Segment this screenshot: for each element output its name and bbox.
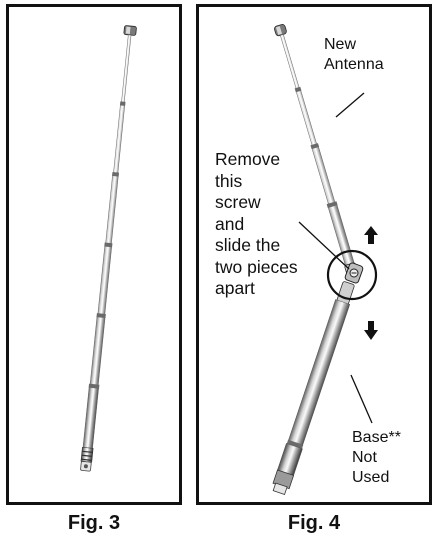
remove-screw-instruction: Remove this screw and slide the two piec… [215, 149, 298, 298]
new-antenna-label: New Antenna [324, 36, 384, 73]
antenna-disassembly-illustration [272, 24, 378, 495]
screw-highlight-circle [326, 249, 378, 301]
figure-4-panel: New Antenna Remove this screw and slide … [196, 4, 432, 505]
arrow-up-icon [364, 226, 378, 244]
screw-leader-line [298, 221, 350, 270]
telescopic-antenna-illustration [80, 25, 137, 472]
joint-screw [344, 262, 364, 284]
figure-3-panel [6, 4, 182, 505]
base-not-used-label: Base** Not Used [352, 429, 401, 486]
arrow-down-icon [364, 321, 378, 340]
figure-3-caption: Fig. 3 [67, 512, 121, 534]
new-antenna-leader-line [335, 92, 365, 118]
base-leader-line [350, 374, 373, 424]
figure-4-caption: Fig. 4 [287, 512, 341, 534]
